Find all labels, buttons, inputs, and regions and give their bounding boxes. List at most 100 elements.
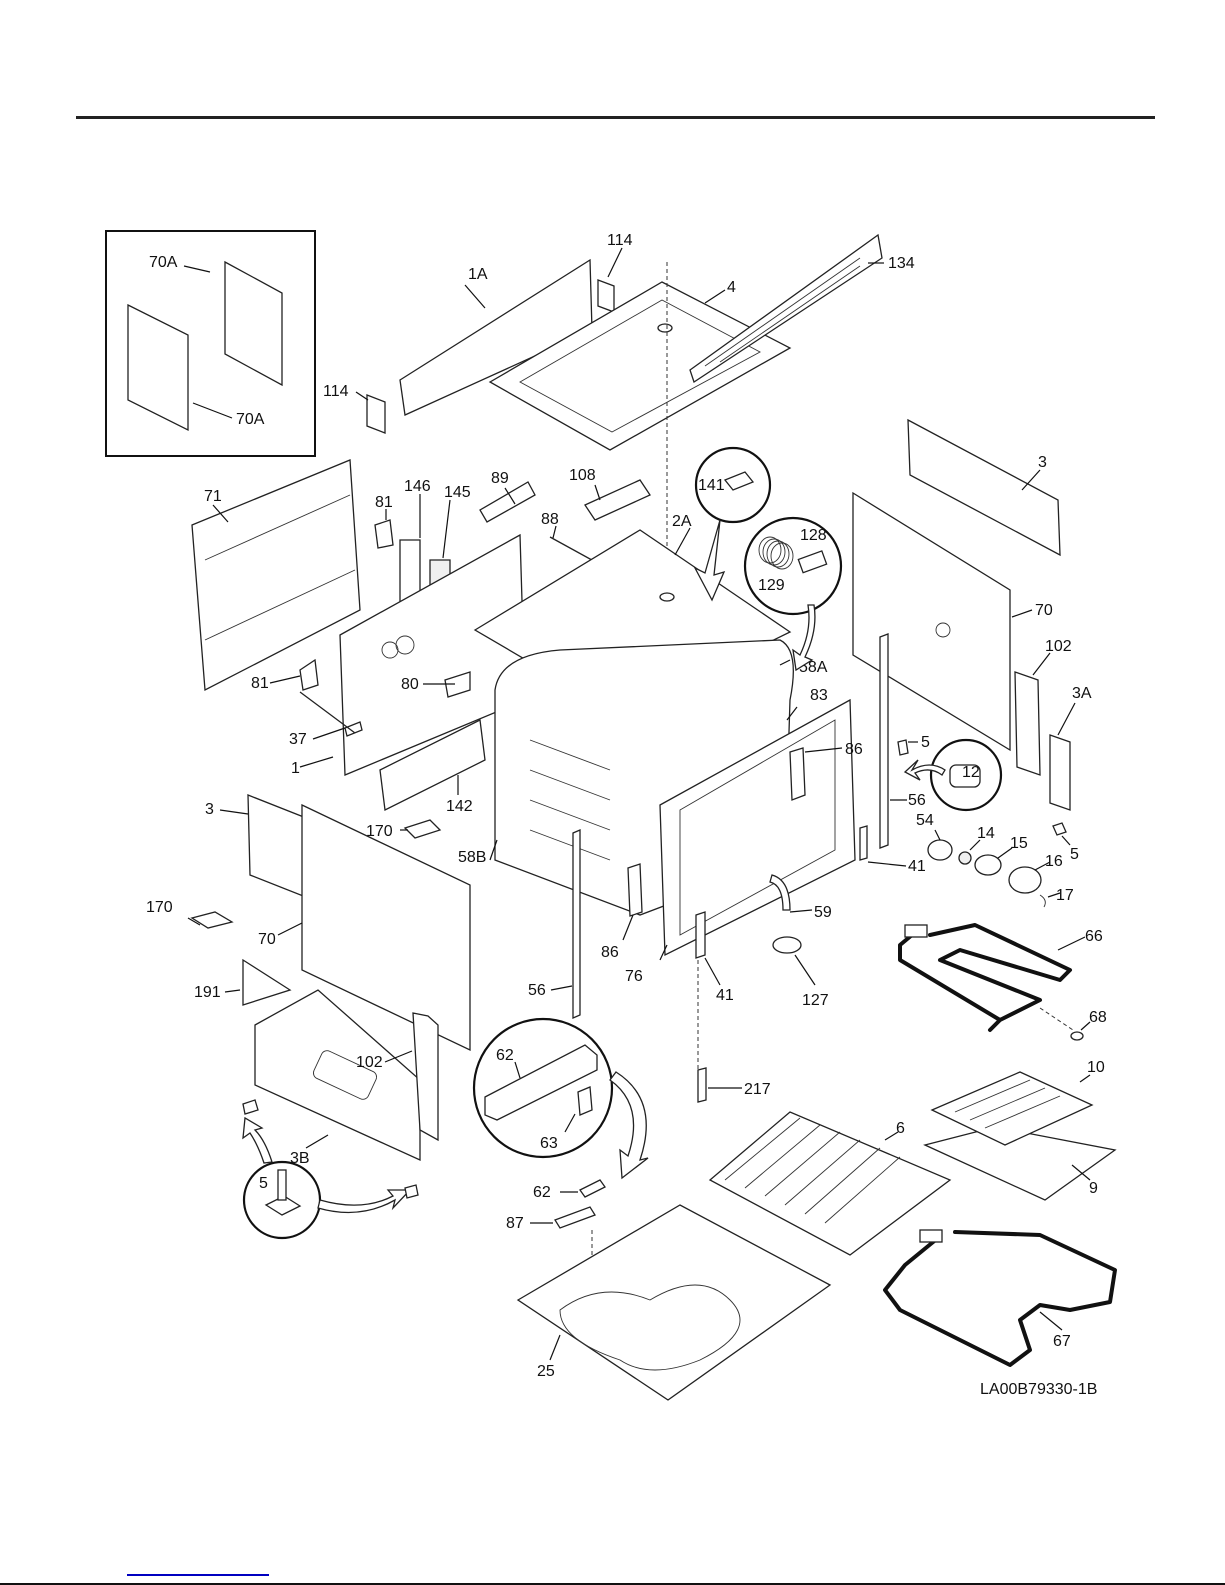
part-81-upper[interactable] bbox=[374, 519, 394, 549]
part-56-right-strip[interactable] bbox=[879, 633, 889, 849]
part-127-vent-base[interactable] bbox=[772, 936, 802, 954]
part-15-bulb[interactable] bbox=[974, 854, 1002, 876]
callout-5-a: 5 bbox=[921, 734, 930, 751]
part-67-terminal bbox=[919, 1229, 943, 1243]
part-9-broil-pan[interactable] bbox=[923, 1126, 1117, 1201]
footer-link-underline[interactable] bbox=[127, 1574, 269, 1576]
part-4-top-panel[interactable] bbox=[488, 281, 792, 451]
part-62-rack-support[interactable] bbox=[484, 1044, 598, 1121]
part-86-hinge-right[interactable] bbox=[789, 747, 806, 801]
callout-1: 1 bbox=[291, 760, 300, 777]
arrow-141 bbox=[693, 519, 726, 602]
callout-37: 37 bbox=[289, 731, 307, 748]
callout-66: 66 bbox=[1085, 928, 1103, 945]
part-10-broil-insert[interactable] bbox=[930, 1071, 1094, 1146]
part-14-gasket[interactable] bbox=[958, 851, 972, 865]
part-114-top[interactable] bbox=[597, 279, 615, 313]
right-section: 3 70 102 3A 56 41 5 5 12 54 14 15 16 17 bbox=[852, 418, 1092, 908]
part-59-tube[interactable] bbox=[769, 874, 791, 911]
part-17-wire-clip[interactable] bbox=[1039, 894, 1046, 908]
callout-142: 142 bbox=[446, 798, 473, 815]
part-102-left-bracket[interactable] bbox=[412, 1012, 439, 1142]
callout-88: 88 bbox=[541, 511, 559, 528]
callout-170-a: 170 bbox=[366, 823, 393, 840]
callout-17: 17 bbox=[1056, 887, 1074, 904]
callout-63: 63 bbox=[540, 1135, 558, 1152]
part-66-terminal bbox=[904, 924, 928, 938]
part-63-clip[interactable] bbox=[577, 1086, 593, 1116]
part-70-left-panel[interactable] bbox=[301, 803, 471, 1052]
part-37-sensor[interactable] bbox=[299, 691, 363, 737]
part-3A-bracket[interactable] bbox=[1049, 734, 1071, 811]
part-86-hinge-left[interactable] bbox=[627, 863, 643, 917]
part-70A-lower[interactable] bbox=[127, 303, 189, 432]
part-67-bake-element[interactable] bbox=[883, 1230, 1117, 1367]
part-102-right-bracket[interactable] bbox=[1014, 671, 1041, 776]
part-80-bracket[interactable] bbox=[444, 671, 471, 698]
callout-127: 127 bbox=[802, 992, 829, 1009]
callout-3B: 3B bbox=[290, 1150, 310, 1167]
part-71-side-panel[interactable] bbox=[191, 459, 361, 692]
part-142-cover[interactable] bbox=[379, 719, 486, 811]
inset-frame bbox=[105, 230, 316, 457]
part-66-broil-element[interactable] bbox=[898, 923, 1072, 1032]
callout-16: 16 bbox=[1045, 853, 1063, 870]
part-3B-lower-panel[interactable] bbox=[254, 989, 421, 1162]
detail-128-129: 128 129 bbox=[743, 516, 843, 672]
part-134-vent-trim[interactable] bbox=[689, 233, 883, 384]
bottom-panel: 25 bbox=[516, 1204, 832, 1401]
part-129-spring[interactable] bbox=[758, 536, 794, 570]
part-70A-upper[interactable] bbox=[224, 260, 283, 387]
header-rule bbox=[76, 116, 1155, 119]
part-83-front-frame[interactable] bbox=[659, 698, 856, 957]
oven-cavity-section: 108 88 2A 58A 58B 83 76 86 86 56 41 59 1… bbox=[458, 467, 863, 1103]
part-16-lens-cover[interactable] bbox=[1008, 866, 1042, 894]
part-62-small[interactable] bbox=[579, 1179, 606, 1198]
part-114-bottom[interactable] bbox=[366, 394, 386, 434]
part-170-spacer-a[interactable] bbox=[403, 819, 442, 839]
part-12-light-socket[interactable] bbox=[949, 764, 981, 788]
footer-rule bbox=[0, 1583, 1225, 1585]
callout-86-b: 86 bbox=[601, 944, 619, 961]
part-6-oven-rack[interactable] bbox=[708, 1111, 952, 1256]
callout-80: 80 bbox=[401, 676, 419, 693]
callout-10: 10 bbox=[1087, 1059, 1105, 1076]
callout-114-b: 114 bbox=[323, 383, 349, 400]
callout-70-right: 70 bbox=[1035, 602, 1053, 619]
callout-41-b: 41 bbox=[716, 987, 734, 1004]
callout-4: 4 bbox=[727, 279, 736, 296]
callout-87: 87 bbox=[506, 1215, 524, 1232]
part-3-top-rear-panel[interactable] bbox=[907, 418, 1061, 557]
part-89-bracket[interactable] bbox=[479, 481, 536, 523]
callout-134: 134 bbox=[888, 255, 915, 272]
callout-68: 68 bbox=[1089, 1009, 1107, 1026]
callout-9: 9 bbox=[1089, 1180, 1098, 1197]
part-108-fan-motor[interactable] bbox=[584, 479, 651, 521]
part-56-left-strip[interactable] bbox=[572, 829, 581, 1019]
callout-129: 129 bbox=[758, 577, 785, 594]
callout-41-a: 41 bbox=[908, 858, 926, 875]
part-5-leveler-a[interactable] bbox=[897, 739, 909, 756]
part-128-sleeve[interactable] bbox=[797, 550, 828, 574]
callout-102-left: 102 bbox=[356, 1054, 383, 1071]
part-68-clip[interactable] bbox=[1070, 1031, 1084, 1041]
detail-141: 141 bbox=[693, 446, 772, 602]
part-54-lens-holder[interactable] bbox=[927, 839, 953, 861]
part-5-leveler-c[interactable] bbox=[242, 1099, 259, 1115]
part-217-strip[interactable] bbox=[697, 1067, 707, 1103]
part-5-leveler-b[interactable] bbox=[1052, 822, 1067, 836]
part-70-right-panel[interactable] bbox=[852, 491, 1011, 752]
part-191-gusset[interactable] bbox=[242, 958, 292, 1006]
callout-76: 76 bbox=[625, 968, 643, 985]
callout-56-b: 56 bbox=[528, 982, 546, 999]
part-170-spacer-b[interactable] bbox=[190, 911, 234, 929]
part-141-thermostat[interactable] bbox=[723, 471, 755, 491]
part-87-bracket[interactable] bbox=[554, 1206, 596, 1229]
part-41-right-strip[interactable] bbox=[859, 825, 868, 861]
part-25-oven-bottom[interactable] bbox=[516, 1204, 832, 1401]
part-81-lower[interactable] bbox=[299, 658, 319, 691]
part-5-leveler-d[interactable] bbox=[404, 1184, 419, 1199]
part-41-door-strip[interactable] bbox=[695, 911, 706, 959]
callout-3-left: 3 bbox=[205, 801, 214, 818]
